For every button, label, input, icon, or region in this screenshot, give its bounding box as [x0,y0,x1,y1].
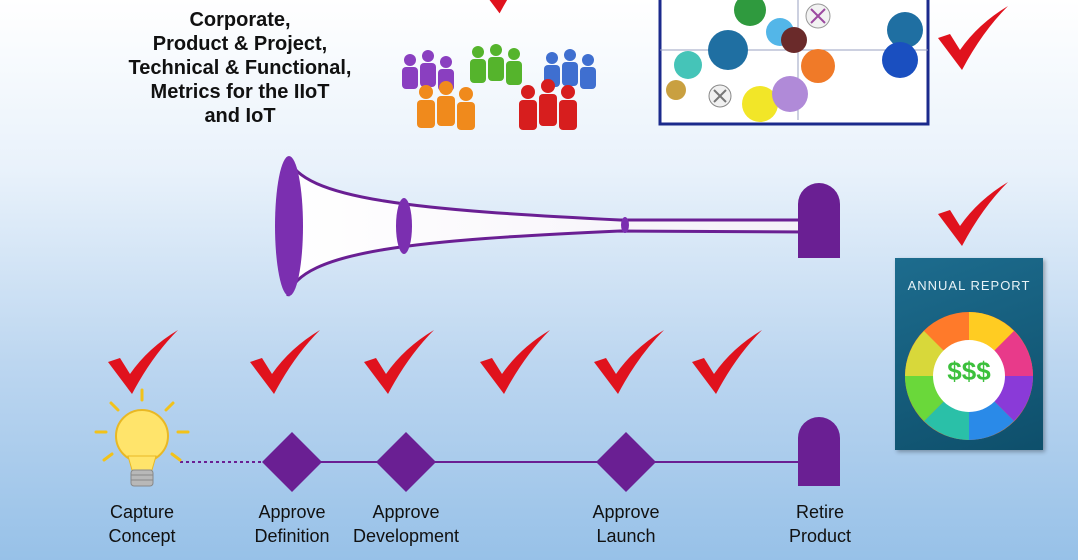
stage-retire-product: Retire Product [789,500,851,548]
checkmark-icon [108,330,178,394]
checkmark-icon [938,6,1008,70]
checkmark-icon [250,330,320,394]
title-line: Product & Project, [152,33,328,55]
stage-label-line: Capture [109,502,175,522]
annual-report-title: ANNUAL REPORT [907,278,1031,293]
title-line: Metrics for the IIoT [150,81,330,103]
title-line: and IoT [204,105,276,127]
approve-development-gate [376,432,436,492]
diagram-title: Corporate, Product & Project, Technical … [60,8,420,128]
checkmark-icon [938,182,1008,246]
lifecycle-horn [275,156,840,297]
stage-label-line: Development [352,526,460,546]
title-line: Corporate, [189,9,291,31]
stage-label-line: Approve [258,502,326,522]
stage-label-line: Definition [254,526,330,546]
stage-label-line: Retire [795,502,845,522]
stage-label-line: Approve [592,502,660,522]
annual-report-icon: ANNUAL REPORT $$$ [895,258,1043,450]
checkmark-icon [478,0,541,14]
color-wheel-icon [905,312,1033,440]
people-group-icon [402,44,596,130]
stage-approve-definition: Approve Definition [254,500,329,548]
approve-launch-gate [596,432,656,492]
checkmark-icon [594,330,664,394]
stage-capture-concept: Capture Concept [108,500,175,548]
lifecycle-timeline [180,417,840,492]
checkmark-icon [692,330,762,394]
retire-product-gate [798,417,840,486]
stage-label-line: Product [788,526,852,546]
stage-label-line: Launch [596,526,656,546]
checkmark-icon [364,330,434,394]
title-line: Technical & Functional, [128,57,352,79]
stage-approve-launch: Approve Launch [592,500,659,548]
stage-approve-development: Approve Development [353,500,459,548]
bubble-chart-image [658,0,930,126]
stage-label-line: Concept [108,526,176,546]
stage-label-line: Approve [372,502,440,522]
lightbulb-icon [94,388,190,487]
approve-definition-gate [262,432,322,492]
checkmark-icon [480,330,550,394]
annual-report-money: $$$ [947,356,991,386]
